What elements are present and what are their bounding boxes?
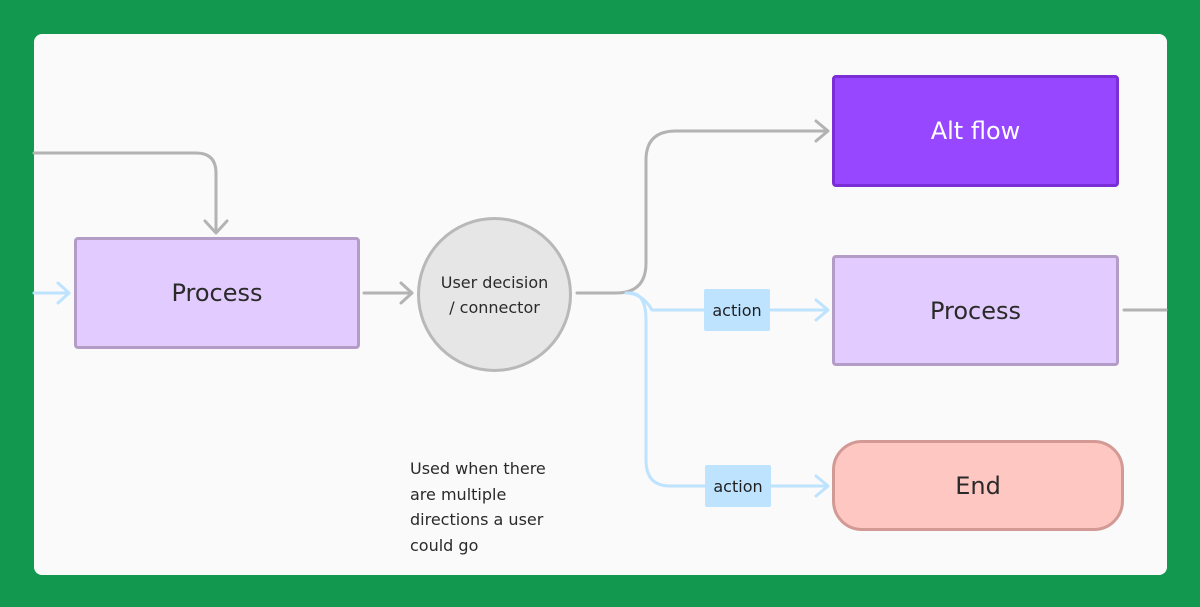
alt-flow-node-label: Alt flow [930, 117, 1021, 145]
process-node-left[interactable]: Process [74, 237, 360, 349]
decision-note: Used when there are multiple directions … [410, 459, 546, 555]
end-node[interactable]: End [832, 440, 1124, 531]
process-node-right[interactable]: Process [832, 255, 1119, 366]
action-label-2[interactable]: action [705, 465, 771, 507]
decision-node[interactable]: User decision / connector [417, 217, 572, 372]
end-node-label: End [955, 471, 1001, 500]
action-label-1[interactable]: action [704, 289, 770, 331]
action-label-1-text: action [712, 300, 762, 320]
process-node-left-label: Process [171, 279, 263, 307]
decision-node-label: User decision / connector [440, 272, 549, 317]
alt-flow-node[interactable]: Alt flow [832, 75, 1119, 187]
process-node-right-label: Process [929, 296, 1022, 325]
action-label-2-text: action [713, 476, 763, 496]
